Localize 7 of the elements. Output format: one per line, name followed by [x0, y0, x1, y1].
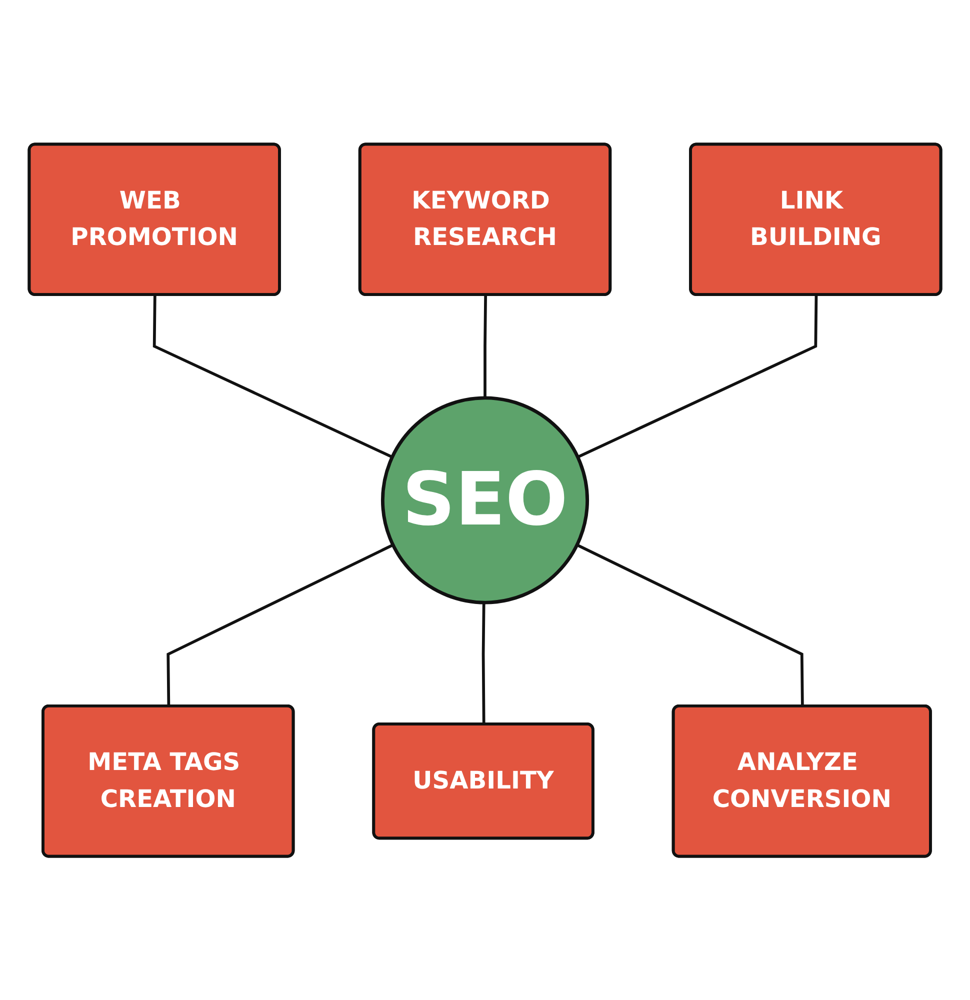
connector [482, 602, 486, 724]
connector [577, 294, 818, 458]
connector [152, 294, 393, 458]
connector [576, 543, 804, 706]
node-circle: SEO [380, 396, 590, 604]
connector [484, 294, 487, 398]
connector [166, 543, 394, 706]
